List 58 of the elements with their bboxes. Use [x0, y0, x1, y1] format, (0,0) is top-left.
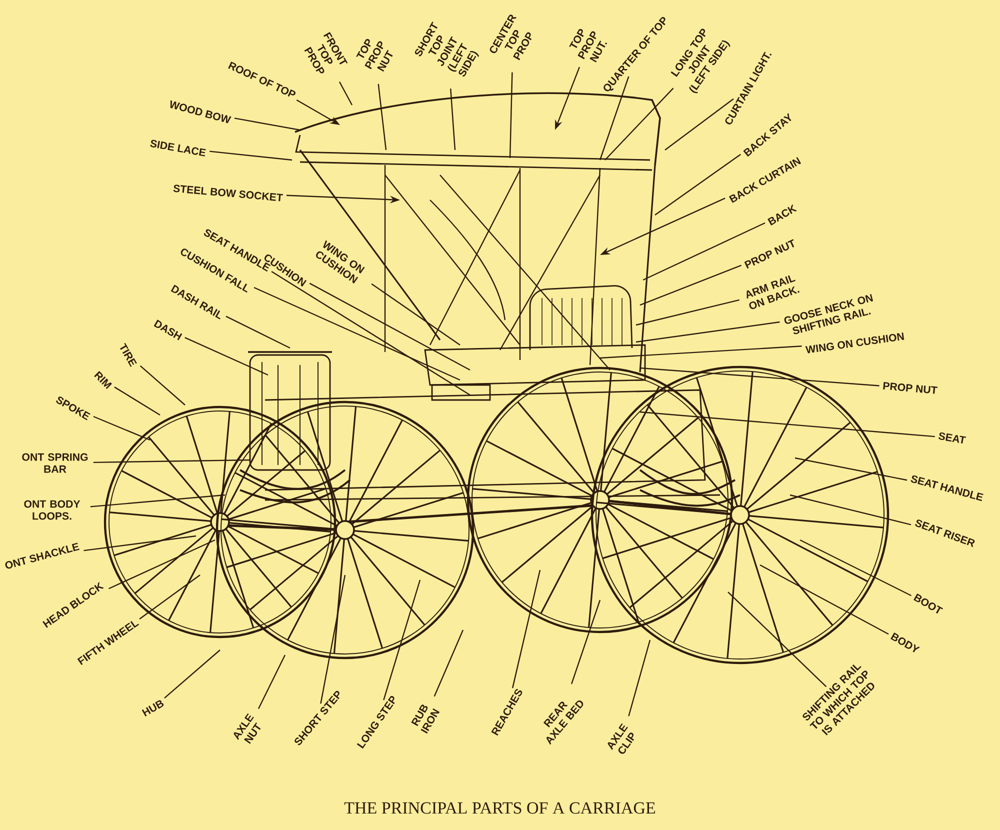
part-label: WOOD BOW: [170, 100, 232, 124]
leader-line: [371, 283, 460, 346]
part-label: SEAT HANDLE: [910, 475, 984, 502]
leader-line: [570, 600, 601, 684]
leader-line: [450, 88, 456, 150]
leader-line: [728, 592, 827, 688]
leader-line: [90, 494, 226, 508]
part-label: ARM RAIL ON BACK.: [746, 275, 800, 310]
leader-line: [654, 154, 741, 216]
leader-line: [338, 81, 353, 106]
part-label: ONT SPRING BAR: [22, 453, 88, 473]
leader-line: [599, 76, 630, 160]
leader-line: [640, 264, 742, 306]
leader-line: [140, 365, 186, 406]
leader-line: [636, 299, 740, 326]
leader-line: [600, 346, 802, 359]
part-label: ONT BODY LOOPS.: [24, 500, 80, 520]
leader-line: [258, 654, 286, 710]
leader-line: [794, 457, 908, 481]
part-label: PROP NUT: [883, 382, 938, 394]
part-label: SIDE LACE: [150, 140, 206, 156]
leader-line: [164, 650, 220, 699]
leader-line: [114, 386, 160, 416]
part-label: HUB: [142, 700, 164, 717]
leader-line: [636, 321, 780, 343]
leader-line: [512, 570, 541, 688]
leader-line: [210, 150, 292, 161]
leader-line: [434, 630, 464, 697]
part-label: RIM: [94, 371, 112, 389]
leader-line: [509, 72, 513, 158]
leader-line: [604, 88, 674, 160]
part-label: PROP NUT: [744, 239, 794, 269]
leader-line: [790, 494, 912, 526]
part-label: WING ON CUSHION: [805, 332, 904, 354]
leader-line: [642, 222, 766, 281]
leader-line: [184, 337, 268, 376]
part-label: SEAT RISER: [915, 520, 975, 548]
leader-line: [320, 574, 346, 704]
part-label: ROOF OF TOP: [228, 62, 296, 97]
leader-line: [383, 580, 421, 700]
leader-line: [760, 564, 889, 635]
leader-line: [234, 118, 300, 131]
leader-line: [93, 459, 250, 464]
leader-line: [254, 286, 460, 381]
part-label: SEAT: [938, 432, 966, 444]
leader-line: [93, 416, 150, 441]
leader-line: [800, 539, 912, 596]
leader-line: [640, 367, 880, 386]
caption: THE PRINCIPAL PARTS OF A CARRIAGE: [344, 802, 656, 814]
leader-line: [664, 98, 734, 150]
part-label: STEEL BOW SOCKET: [173, 184, 284, 202]
leader-line: [309, 282, 470, 371]
leader-line: [271, 271, 470, 396]
leader-line: [640, 411, 935, 438]
leader-line: [226, 316, 290, 349]
leader-line: [378, 84, 387, 150]
leader-line: [84, 535, 196, 552]
leader-line: [628, 640, 651, 716]
